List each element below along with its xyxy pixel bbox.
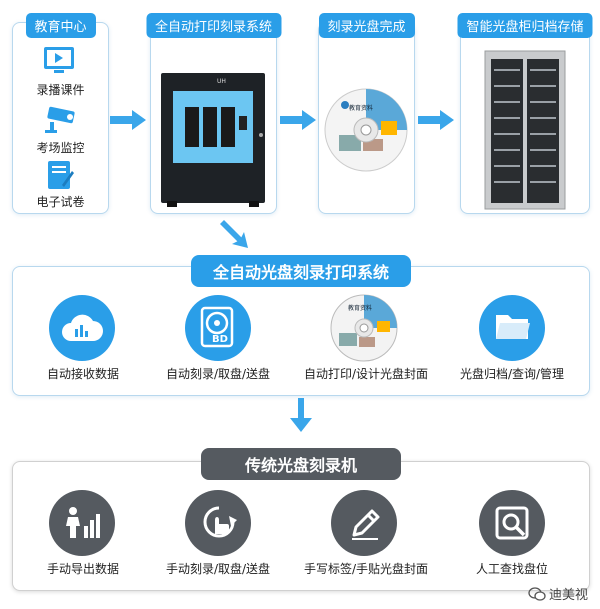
auto-burn-label: 自动刻录/取盘/送盘 (165, 367, 271, 381)
electronic-exam-label: 电子试卷 (36, 195, 85, 209)
camera-monitor-icon (45, 106, 75, 133)
manual-burn-label: 手动刻录/取盘/送盘 (165, 562, 271, 576)
printed-disc-icon (330, 294, 398, 362)
manual-find-icon-bg (479, 490, 545, 556)
watermark: 迪美视 (528, 584, 588, 603)
auto-system-panel: 全自动光盘刻录打印系统 自动接收数据 BD 自动刻录/取盘/送盘 教育资料 自动… (12, 255, 590, 396)
cloud-data-icon (62, 314, 103, 341)
education-center-panel: 教育中心 录播课件 考场监控 电子试卷 (12, 13, 109, 214)
flow-arrow-1 (110, 110, 146, 130)
auto-receive-label: 自动接收数据 (46, 367, 119, 381)
flow-arrow-2 (280, 110, 316, 130)
bd-disc-icon (200, 306, 234, 348)
exam-paper-icon (48, 161, 74, 189)
person-chart-icon (66, 507, 100, 538)
education-center-title: 教育中心 (25, 13, 96, 38)
printed-disc-label: 教育资料 (348, 305, 373, 312)
handwrite-icon-bg (331, 490, 397, 556)
manual-find-label: 人工查找盘位 (475, 562, 548, 576)
auto-burn-print-title: 全自动打印刻录系统 (145, 13, 282, 38)
folder-icon (496, 315, 530, 339)
smart-cabinet-panel: 智能光盘柜归档存储 (457, 13, 593, 214)
finished-disc-label: 教育资料 (349, 105, 374, 112)
printer-brand-mark: UH (217, 78, 226, 85)
disc-done-title: 刻录光盘完成 (318, 13, 415, 38)
pen-icon (352, 509, 380, 540)
smart-cabinet-title: 智能光盘柜归档存储 (457, 13, 593, 38)
video-courseware-label: 录播课件 (36, 83, 85, 97)
hand-rotate-icon (203, 506, 237, 538)
exam-monitor-label: 考场监控 (36, 141, 85, 155)
finished-disc-icon (324, 88, 408, 172)
auto-burn-icon-bg (185, 295, 251, 361)
wechat-icon (528, 586, 546, 601)
disc-cabinet-icon (484, 50, 566, 210)
flow-arrow-3 (418, 110, 454, 130)
bd-label: BD (212, 334, 228, 345)
auto-burn-print-panel: 全自动打印刻录系统 UH (145, 13, 282, 214)
traditional-panel: 传统光盘刻录机 手动导出数据 手动刻录/取盘/送盘 手写标签/手贴光盘封面 人工… (12, 448, 590, 591)
manual-export-icon-bg (49, 490, 115, 556)
handwrite-label: 手写标签/手贴光盘封面 (303, 562, 429, 576)
watermark-text: 迪美视 (548, 588, 588, 603)
traditional-title: 传统光盘刻录机 (201, 448, 401, 480)
auto-system-title: 全自动光盘刻录打印系统 (191, 255, 411, 287)
manual-export-label: 手动导出数据 (46, 562, 119, 576)
auto-print-label: 自动打印/设计光盘封面 (303, 367, 429, 381)
search-box-icon (495, 506, 529, 540)
down-arrow-to-traditional (290, 398, 312, 432)
disc-publisher-machine-icon (161, 73, 265, 207)
archive-label: 光盘归档/查询/管理 (459, 367, 565, 381)
down-arrow-to-system (220, 220, 248, 248)
disc-done-panel: 刻录光盘完成 教育资料 (318, 13, 415, 214)
video-courseware-icon (44, 47, 74, 73)
